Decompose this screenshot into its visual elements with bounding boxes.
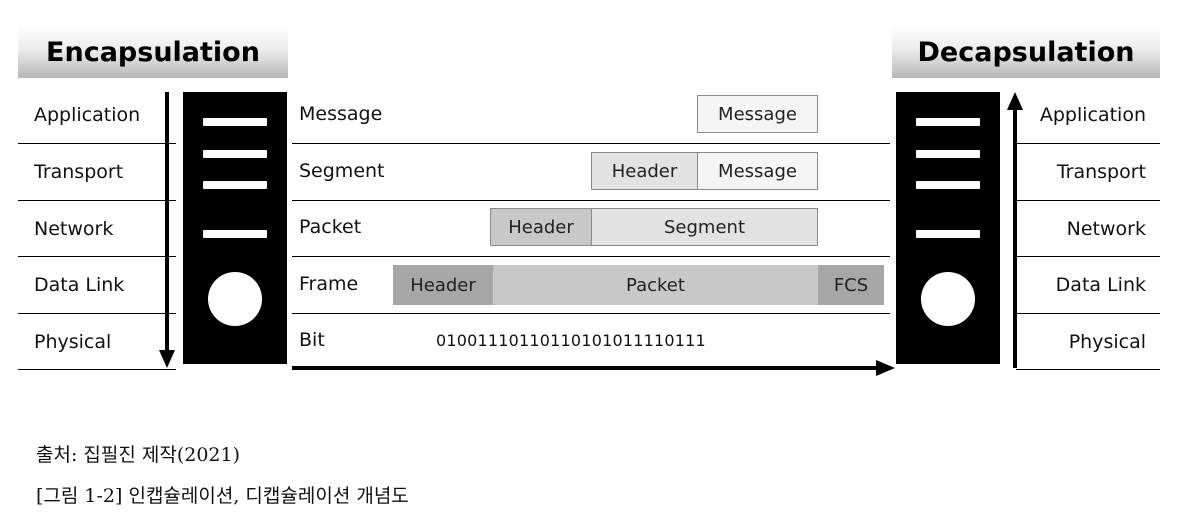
transmission-arrow bbox=[292, 360, 895, 376]
right-divider bbox=[1016, 369, 1160, 370]
left-tower-bar bbox=[203, 230, 267, 238]
right-layer-physical: Physical bbox=[1068, 330, 1146, 353]
middle-divider bbox=[292, 143, 890, 144]
middle-divider bbox=[292, 313, 890, 314]
encapsulation-title: Encapsulation bbox=[18, 26, 288, 78]
right-tower-bar bbox=[916, 150, 980, 158]
right-layer-transport: Transport bbox=[1056, 160, 1146, 183]
frame-packet-box: Packet bbox=[493, 265, 818, 305]
left-divider bbox=[18, 200, 176, 201]
middle-divider bbox=[292, 256, 890, 257]
left-layer-physical: Physical bbox=[34, 330, 112, 353]
right-tower-bar bbox=[916, 118, 980, 126]
unit-packet-label: Packet bbox=[299, 216, 362, 238]
unit-message-label: Message bbox=[299, 103, 383, 125]
unit-frame-label: Frame bbox=[299, 273, 359, 295]
left-layer-network: Network bbox=[34, 217, 114, 240]
left-layer-data-link: Data Link bbox=[34, 273, 125, 296]
frame-fcs-box: FCS bbox=[818, 265, 884, 305]
right-divider bbox=[1016, 256, 1160, 257]
left-layer-transport: Transport bbox=[34, 160, 124, 183]
decapsulation-title: Decapsulation bbox=[892, 26, 1160, 78]
segment-message-box: Message bbox=[697, 152, 818, 190]
left-tower-bar bbox=[203, 181, 267, 189]
left-layer-application: Application bbox=[34, 103, 141, 126]
left-tower-bar bbox=[203, 150, 267, 158]
right-divider bbox=[1016, 313, 1160, 314]
segment-header-box: Header bbox=[591, 152, 698, 190]
bit-stream: 01001110110110101011110111 bbox=[436, 331, 706, 350]
left-divider bbox=[18, 143, 176, 144]
decapsulation-up-arrow bbox=[1007, 92, 1023, 368]
source-caption: 출처: 집필진 제작(2021) bbox=[36, 444, 241, 466]
packet-header-box: Header bbox=[490, 208, 592, 246]
figure-caption: [그림 1-2] 인캡슐레이션, 디캡슐레이션 개념도 bbox=[36, 485, 409, 507]
left-host-tower bbox=[183, 92, 287, 364]
right-tower-circle bbox=[921, 272, 975, 326]
right-layer-application: Application bbox=[1039, 103, 1146, 126]
right-host-tower bbox=[896, 92, 1000, 364]
packet-segment-box: Segment bbox=[591, 208, 818, 246]
encapsulation-down-arrow bbox=[159, 92, 175, 368]
left-divider bbox=[18, 369, 176, 370]
right-divider bbox=[1016, 200, 1160, 201]
left-divider bbox=[18, 313, 176, 314]
unit-bit-label: Bit bbox=[299, 329, 325, 351]
unit-segment-label: Segment bbox=[299, 160, 385, 182]
frame-header-box: Header bbox=[393, 265, 493, 305]
right-tower-bar bbox=[916, 230, 980, 238]
right-layer-network: Network bbox=[1066, 217, 1146, 240]
middle-divider bbox=[292, 200, 890, 201]
right-layer-data-link: Data Link bbox=[1055, 273, 1146, 296]
left-tower-circle bbox=[208, 272, 262, 326]
left-tower-bar bbox=[203, 118, 267, 126]
right-tower-bar bbox=[916, 181, 980, 189]
message-payload-box: Message bbox=[697, 95, 818, 133]
left-divider bbox=[18, 256, 176, 257]
right-divider bbox=[1016, 143, 1160, 144]
